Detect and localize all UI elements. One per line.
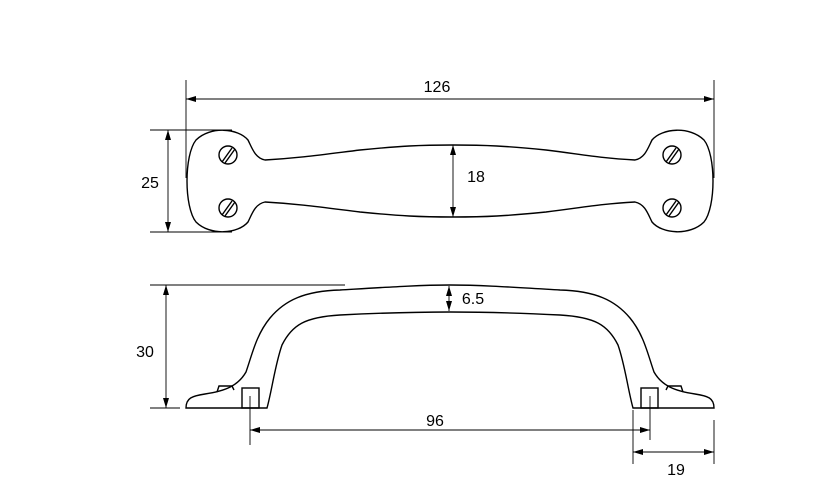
dimension-hole-centers: 96 <box>249 396 651 445</box>
dimension-grip-width: 18 <box>450 145 485 217</box>
screw-icon <box>218 198 238 218</box>
dimension-label: 30 <box>136 344 154 361</box>
screw-icon <box>662 198 682 218</box>
dimension-overall-length: 126 <box>185 79 715 178</box>
top-view: 126 25 18 <box>141 79 715 233</box>
handle-outline-top-view <box>186 129 714 233</box>
dimension-label: 18 <box>467 169 485 186</box>
dimension-label: 25 <box>141 175 159 192</box>
dimension-foot-length: 19 <box>632 410 715 479</box>
side-view: 30 6.5 96 19 <box>136 284 715 479</box>
dimension-plate-width: 25 <box>141 129 232 233</box>
screw-block-right <box>640 387 659 409</box>
dimension-height: 30 <box>136 284 345 409</box>
dimension-label: 6.5 <box>462 291 484 308</box>
dimension-grip-thickness: 6.5 <box>446 286 484 311</box>
screw-icon <box>218 145 238 165</box>
screw-head-icon <box>665 385 684 393</box>
dimension-label: 126 <box>424 79 451 96</box>
screw-block-left <box>241 387 260 409</box>
handle-outline-side-view <box>185 284 715 409</box>
dimension-label: 96 <box>426 413 444 430</box>
dimension-label: 19 <box>667 462 685 479</box>
screw-icon <box>662 145 682 165</box>
screw-head-icon <box>216 385 235 393</box>
